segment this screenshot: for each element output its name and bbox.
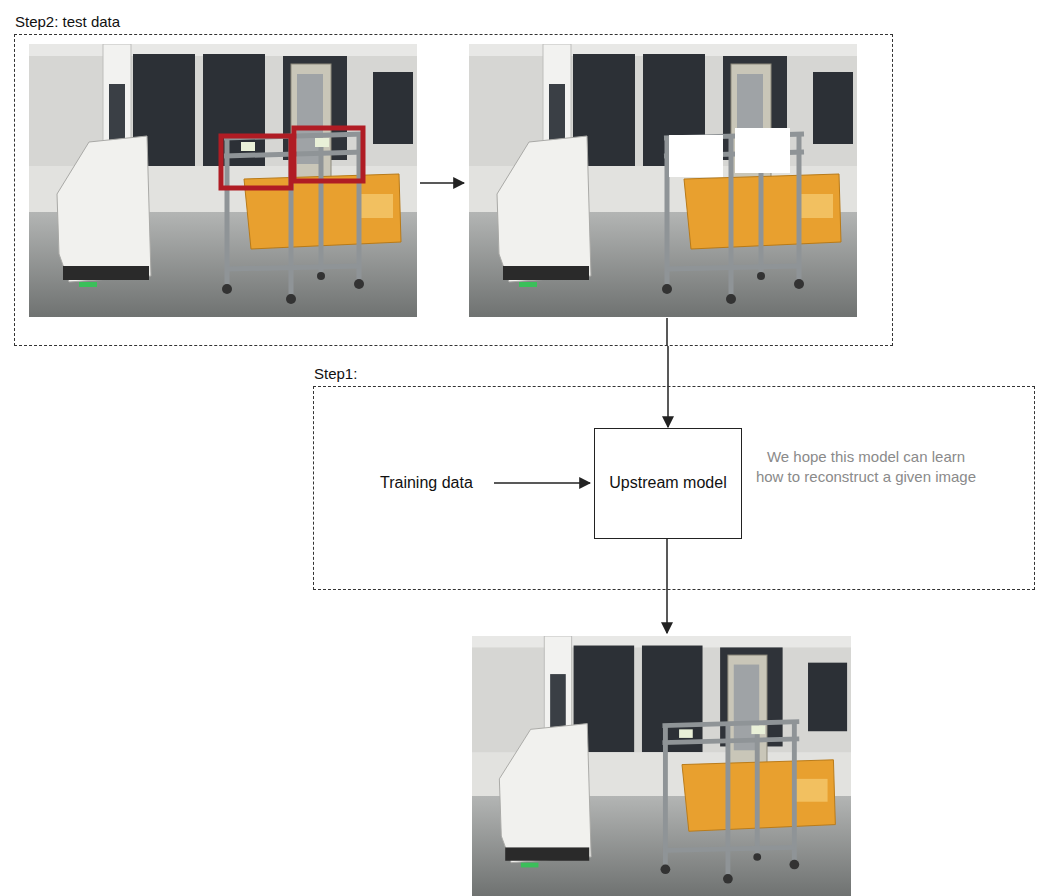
box-label: Upstream model bbox=[609, 473, 726, 494]
reconstructed-photo bbox=[472, 636, 851, 896]
mask-patch bbox=[669, 135, 723, 177]
note-text: We hope this model can learn how to reco… bbox=[752, 447, 980, 486]
highlight-box bbox=[221, 136, 291, 188]
input-arrow bbox=[494, 482, 590, 484]
region-heading: Step1: bbox=[314, 365, 357, 382]
flow-arrow bbox=[420, 182, 464, 184]
mask-patch bbox=[735, 128, 790, 173]
scene-photo bbox=[29, 44, 417, 317]
flow-line bbox=[666, 318, 668, 346]
input-label: Training data bbox=[380, 473, 492, 494]
masked-photo bbox=[469, 44, 857, 317]
highlight-box bbox=[294, 128, 363, 181]
process-box: Upstream model bbox=[594, 428, 742, 539]
region-heading: Step2: test data bbox=[15, 13, 120, 30]
output-arrow bbox=[666, 538, 668, 633]
step-region: Step2: test data bbox=[14, 34, 893, 346]
